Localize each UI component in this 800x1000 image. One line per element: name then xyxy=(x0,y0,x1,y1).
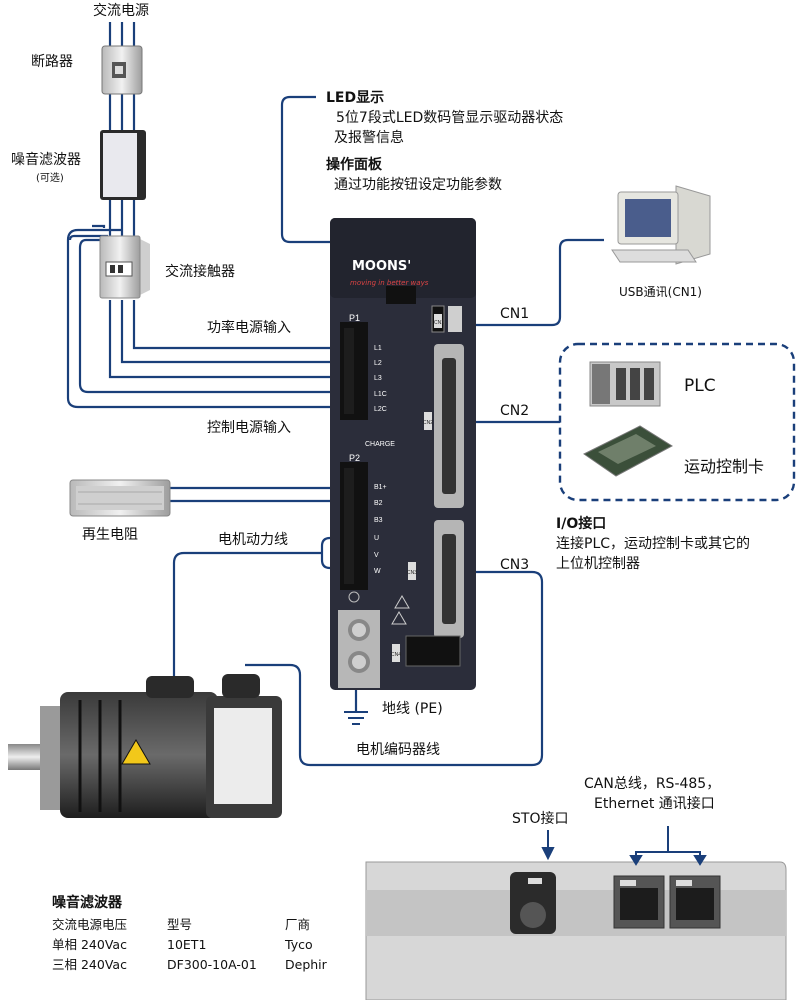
panel-desc: 通过功能按钮设定功能参数 xyxy=(334,177,502,193)
table-cell: Dephir xyxy=(285,957,327,972)
ground-label: 地线 (PE) xyxy=(382,701,443,717)
led-desc-1: 5位7段式LED数码管显示驱动器状态 xyxy=(336,110,564,126)
table-cell: DF300-10A-01 xyxy=(167,957,257,972)
table-header-row: 交流电源电压 型号 厂商 xyxy=(52,915,345,935)
cn1-label: CN1 xyxy=(500,306,530,322)
ac-source-label: 交流电源 xyxy=(93,3,149,19)
cn3-label: CN3 xyxy=(500,557,530,573)
comm-label-2: Ethernet 通讯接口 xyxy=(594,796,715,812)
p1-pin-l2: L2 xyxy=(374,360,382,367)
pc-image xyxy=(611,185,711,265)
p1-pin-l1: L1 xyxy=(374,345,382,352)
table-header-cell: 交流电源电压 xyxy=(52,917,128,932)
noise-filter-table: 噪音滤波器 交流电源电压 型号 厂商 单相 240Vac 10ET1 Tyco … xyxy=(52,893,345,975)
regen-resistor-image xyxy=(69,479,171,517)
comm-bracket xyxy=(629,826,707,866)
sto-label: STO接口 xyxy=(512,811,569,827)
drive-brand: MOONS' xyxy=(352,259,412,274)
sto-arrow xyxy=(541,830,555,861)
noise-filter-note: (可选) xyxy=(36,173,64,184)
encoder-label: 电机编码器线 xyxy=(356,742,440,758)
power-input-label: 功率电源输入 xyxy=(207,320,291,336)
tag-cn4: CN4 xyxy=(391,652,402,658)
cn2-label: CN2 xyxy=(500,403,530,419)
plc-label: PLC xyxy=(684,376,716,396)
motion-card-image xyxy=(583,425,673,477)
breaker-image xyxy=(101,45,143,95)
ground-symbol xyxy=(344,711,368,725)
breaker-label: 断路器 xyxy=(31,54,73,70)
table-row: 单相 240Vac 10ET1 Tyco xyxy=(52,935,345,955)
p2-label: P2 xyxy=(349,453,361,463)
p2-pin-b2: B2 xyxy=(374,500,383,507)
plc-image xyxy=(589,361,661,407)
table-header-cell: 型号 xyxy=(167,917,193,932)
table-row: 三相 240Vac DF300-10A-01 Dephir xyxy=(52,955,345,975)
regen-resistor-label: 再生电阻 xyxy=(82,527,138,543)
io-title: I/O接口 xyxy=(556,516,607,532)
motion-card-label: 运动控制卡 xyxy=(684,457,765,476)
tag-cn1: CN1 xyxy=(434,320,445,326)
p1-pin-l3: L3 xyxy=(374,375,382,382)
charge-label: CHARGE xyxy=(365,441,395,448)
led-desc-2: 及报警信息 xyxy=(334,130,404,146)
servo-motor-image xyxy=(8,674,282,818)
control-input-label: 控制电源输入 xyxy=(207,420,291,436)
motor-power-label: 电机动力线 xyxy=(218,532,288,548)
p1-pin-l1c: L1C xyxy=(374,391,387,398)
io-desc-2: 上位机控制器 xyxy=(556,556,640,572)
noise-filter-label: 噪音滤波器 xyxy=(11,152,81,168)
p2-pin-b1: B1+ xyxy=(374,484,387,491)
contactor-image xyxy=(99,235,150,299)
contactor-label: 交流接触器 xyxy=(165,264,235,280)
p2-pin-w: W xyxy=(374,568,381,575)
usb-label: USB通讯(CN1) xyxy=(619,285,702,299)
p1-label: P1 xyxy=(349,313,361,323)
panel-title: 操作面板 xyxy=(326,157,382,173)
table-header-cell: 厂商 xyxy=(285,917,311,932)
controller-group-box xyxy=(558,342,796,502)
table-cell: 10ET1 xyxy=(167,937,207,952)
p2-pin-v: V xyxy=(374,552,379,559)
p2-pin-b3: B3 xyxy=(374,517,383,524)
table-cell: 单相 240Vac xyxy=(52,937,127,952)
tag-cn3: CN3 xyxy=(407,570,418,576)
p2-pin-u: U xyxy=(374,535,380,542)
table-cell: 三相 240Vac xyxy=(52,957,127,972)
drive-slogan: moving in better ways xyxy=(350,279,429,287)
drive-bottom-view xyxy=(365,861,787,1000)
p1-pin-l2c: L2C xyxy=(374,406,387,413)
led-title: LED显示 xyxy=(326,90,385,106)
table-title: 噪音滤波器 xyxy=(52,895,122,911)
comm-label-1: CAN总线，RS-485， xyxy=(584,776,721,792)
io-desc-1: 连接PLC，运动控制卡或其它的 xyxy=(556,536,751,552)
table-cell: Tyco xyxy=(285,937,313,952)
tag-cn2: CN2 xyxy=(423,420,434,426)
servo-drive xyxy=(330,218,476,690)
noise-filter-image xyxy=(100,130,146,200)
